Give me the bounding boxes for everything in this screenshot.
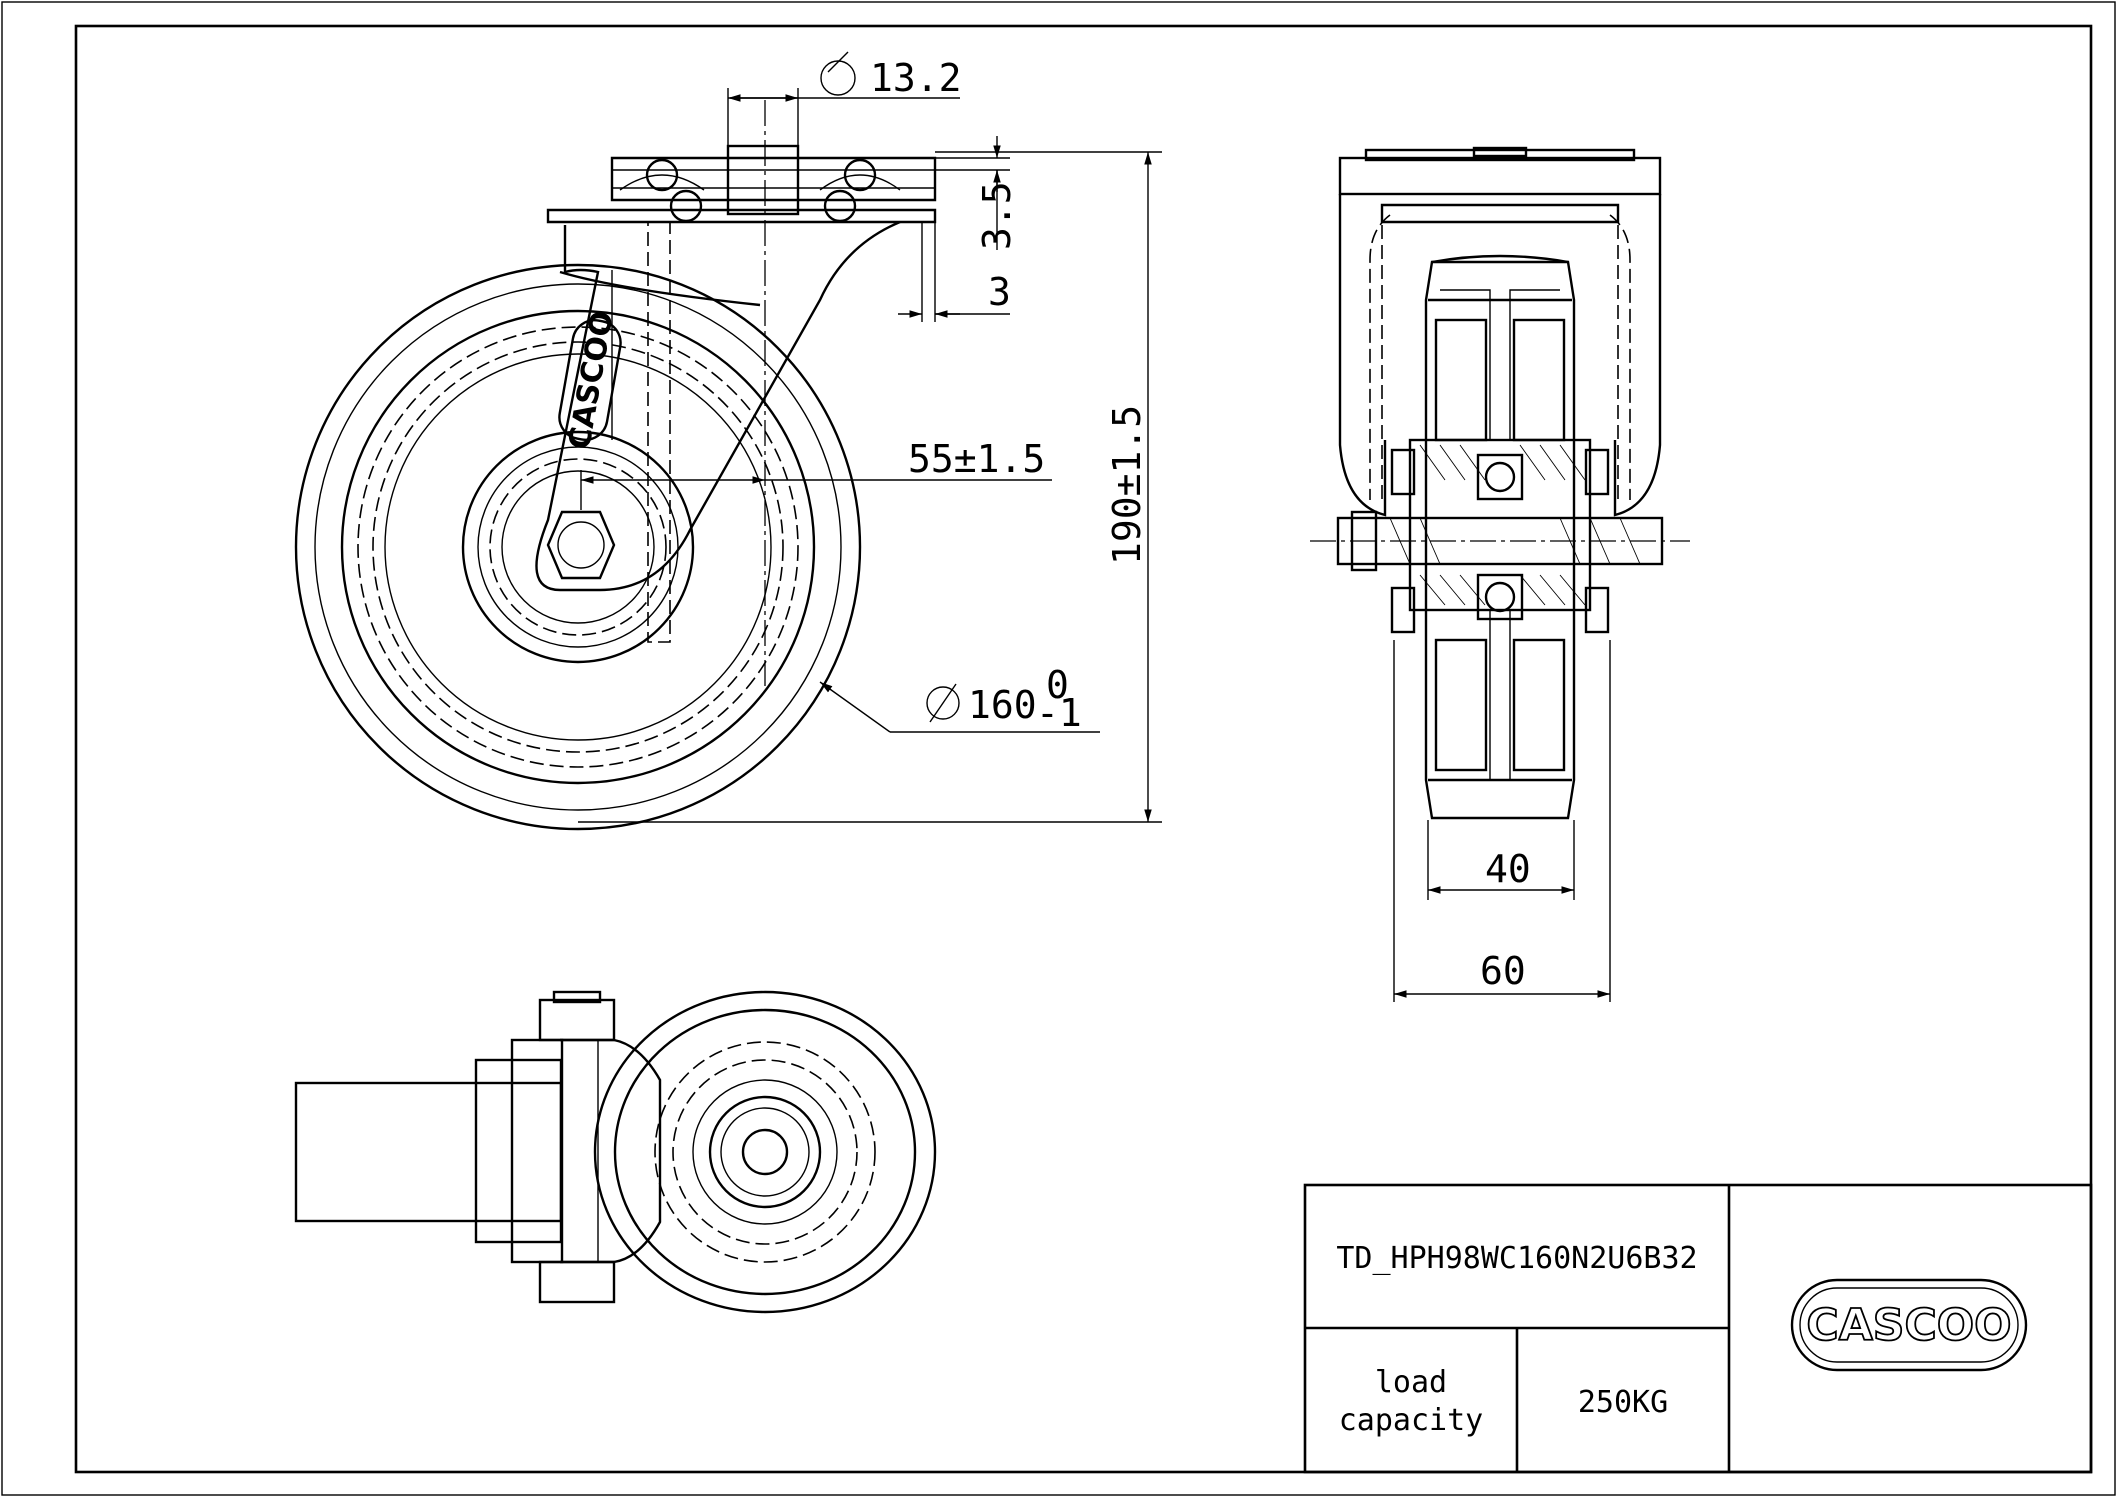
dim-swivel-offset: 55±1.5: [580, 437, 1052, 510]
dim-offset-small: 3: [898, 222, 1011, 322]
dim-wheel-diameter-text: 160: [968, 683, 1037, 727]
top-view: [294, 990, 937, 1314]
dim-hole-diameter: 13.2: [727, 51, 962, 146]
dim-wheel-width-text: 40: [1485, 847, 1531, 891]
dim-wheel-width: 40: [1427, 820, 1575, 900]
dim-raceway-text: 3.5: [975, 181, 1019, 250]
title-block: TD_HPH98WC160N2U6B32 load capacity 250KG…: [1303, 1183, 2093, 1474]
dim-wheel-diameter: 160 0 -1: [819, 663, 1100, 735]
front-view: CASCOO 13.2 3.5: [294, 51, 1162, 831]
load-value: 250KG: [1578, 1385, 1668, 1420]
dim-overall-height: 190±1.5: [578, 151, 1162, 823]
side-view: 40 60: [1310, 146, 1690, 1002]
company-logo: CASCOO: [1790, 1278, 2028, 1372]
dim-swivel-offset-text: 55±1.5: [908, 437, 1045, 481]
dim-wheel-diameter-lower: -1: [1036, 691, 1082, 735]
dim-offset-small-text: 3: [988, 270, 1011, 314]
dim-fork-width-text: 60: [1480, 949, 1526, 993]
load-label-line1: load: [1375, 1365, 1447, 1400]
wheel-side: [294, 263, 862, 831]
dim-hole-diameter-text: 13.2: [870, 56, 962, 100]
dim-overall-height-text: 190±1.5: [1105, 405, 1149, 565]
drawing-border: [74, 24, 2093, 1474]
dim-raceway: 3.5: [935, 136, 1019, 250]
load-label-line2: capacity: [1339, 1403, 1484, 1438]
dim-fork-width: 60: [1393, 640, 1611, 1002]
company-logo-text: CASCOO: [1806, 1300, 2011, 1351]
part-number: TD_HPH98WC160N2U6B32: [1336, 1241, 1697, 1276]
dim-wheel-diameter-upper: 0: [1046, 663, 1069, 707]
